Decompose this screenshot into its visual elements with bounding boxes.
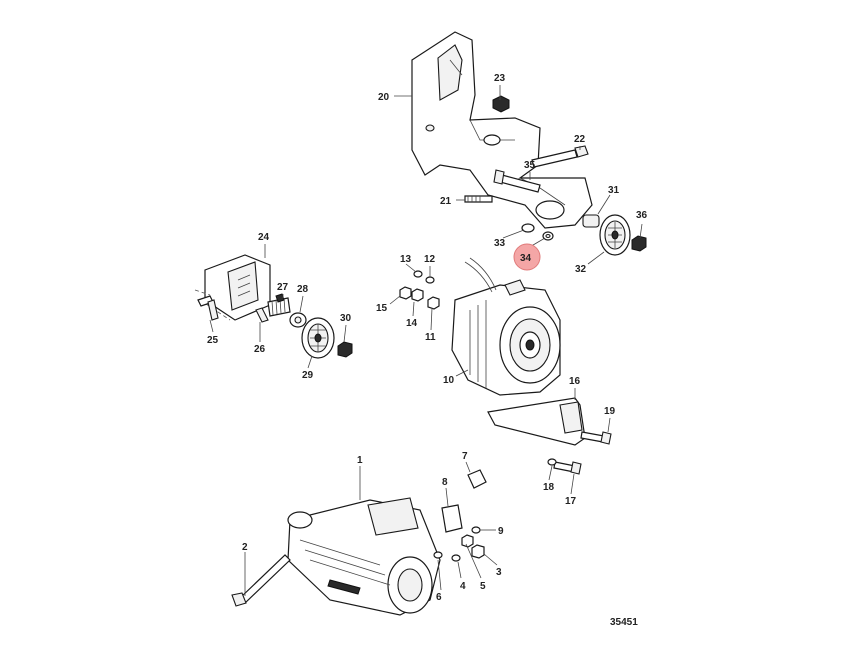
nut-14 [411, 288, 424, 302]
idler-pulley-32 [599, 214, 631, 256]
callout-22: 22 [574, 134, 586, 145]
stud-27 [267, 293, 291, 317]
callout-28: 28 [297, 284, 309, 295]
callout-34: 34 [520, 253, 532, 264]
bolt-17 [553, 461, 582, 475]
alternator-brace-16 [487, 397, 586, 446]
callout-33: 33 [494, 238, 506, 249]
highlight-marker [513, 243, 541, 271]
bracket-bolt-35 [493, 169, 541, 193]
callout-5: 5 [480, 581, 486, 592]
callout-12: 12 [424, 254, 436, 265]
bolt-25 [197, 295, 219, 321]
callout-35: 35 [524, 160, 536, 171]
callout-11: 11 [425, 332, 436, 343]
callout-3: 3 [496, 567, 502, 578]
nut-15 [399, 286, 412, 300]
idler-pulley-29 [301, 317, 335, 359]
callout-24: 24 [258, 232, 270, 243]
callout-19: 19 [604, 406, 616, 417]
callout-30: 30 [340, 313, 352, 324]
callout-16: 16 [569, 376, 581, 387]
callout-21: 21 [440, 196, 452, 207]
alternator-mounting-bracket [411, 31, 593, 229]
callout-15: 15 [376, 303, 388, 314]
cable-terminal-7 [467, 469, 487, 489]
callout-18: 18 [543, 482, 555, 493]
callout-7: 7 [462, 451, 468, 462]
callout-1: 1 [357, 455, 363, 466]
figure-number: 35451 [610, 617, 638, 628]
bolt-26 [255, 307, 269, 323]
callout-6: 6 [436, 592, 442, 603]
callout-26: 26 [254, 344, 266, 355]
nut-5 [461, 534, 474, 548]
callout-29: 29 [302, 370, 314, 381]
callout-17: 17 [565, 496, 577, 507]
callout-9: 9 [498, 526, 504, 537]
bolt-19 [580, 431, 612, 445]
callout-10: 10 [443, 375, 455, 386]
nut-3 [471, 544, 485, 559]
washer-6 [433, 551, 443, 559]
callout-23: 23 [494, 73, 506, 84]
washer-9 [471, 526, 481, 534]
callout-25: 25 [207, 335, 219, 346]
washer-34 [542, 231, 554, 241]
callout-4: 4 [460, 581, 466, 592]
nut-11 [427, 296, 440, 310]
callout-32: 32 [575, 264, 587, 275]
callout-36: 36 [636, 210, 648, 221]
washer-4 [451, 554, 461, 562]
spacer-28 [289, 312, 307, 328]
bracket-bolt-22 [531, 145, 589, 168]
callout-27: 27 [277, 282, 289, 293]
washer-12 [425, 276, 435, 284]
starter-motor-1 [287, 497, 441, 616]
washer-18 [547, 458, 557, 466]
solenoid-bracket-8 [441, 504, 463, 533]
nut-30 [337, 341, 353, 358]
bracket-stud-21 [464, 195, 493, 203]
washer-33 [521, 223, 535, 233]
spacer-31 [582, 214, 600, 228]
callout-13: 13 [400, 254, 412, 265]
callout-2: 2 [242, 542, 248, 553]
callout-leaders [209, 85, 643, 596]
nut-36 [631, 235, 647, 252]
starter-bolt-2 [231, 554, 291, 607]
callout-14: 14 [406, 318, 418, 329]
alternator-10 [451, 279, 561, 396]
callout-31: 31 [608, 185, 620, 196]
callout-20: 20 [378, 92, 390, 103]
callout-labels: 20 23 22 35 21 31 36 33 34 32 24 27 28 3… [207, 73, 648, 628]
washer-13 [413, 270, 423, 278]
bracket-nut-23 [492, 95, 510, 113]
callout-8: 8 [442, 477, 448, 488]
idler-bracket-24 [194, 254, 271, 321]
alternator-wire-harness [464, 257, 497, 293]
